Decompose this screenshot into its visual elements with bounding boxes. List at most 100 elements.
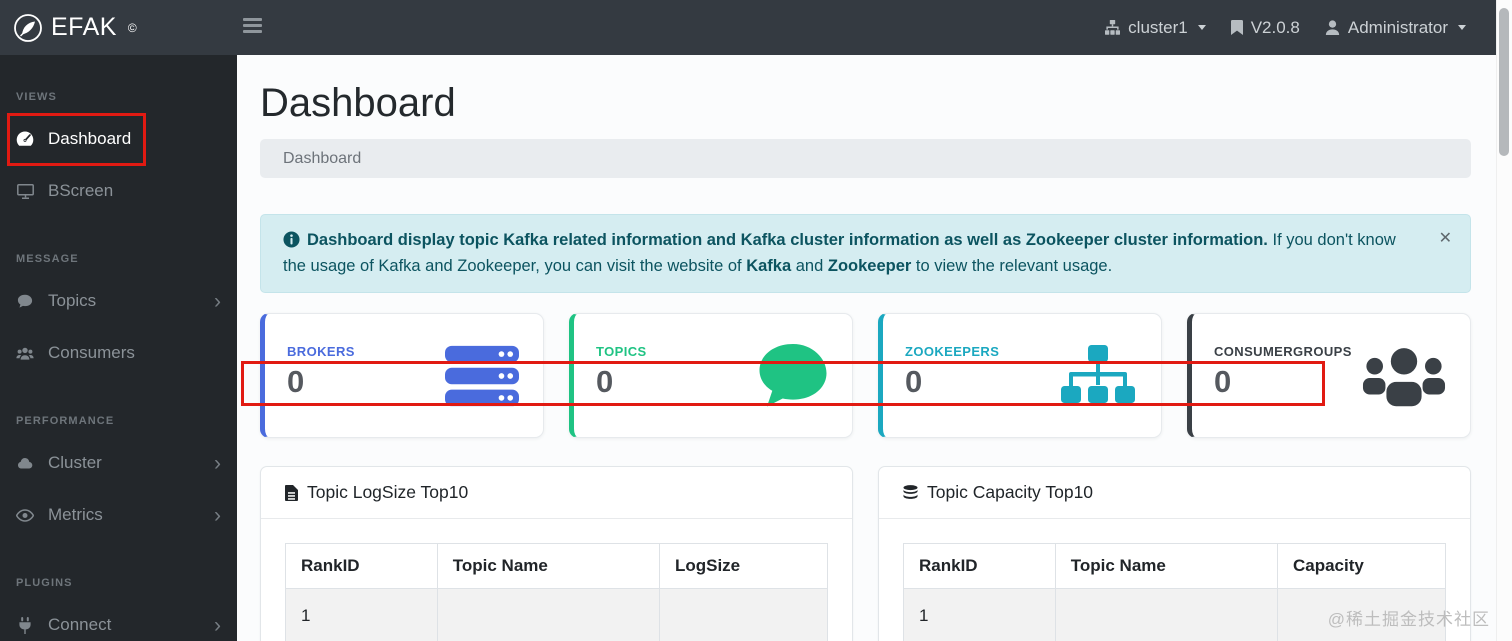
breadcrumb-item: Dashboard: [283, 150, 362, 167]
sidebar-item-metrics[interactable]: Metrics ›: [0, 489, 237, 541]
breadcrumb: Dashboard: [260, 139, 1471, 178]
efak-logo-icon: [13, 13, 43, 43]
navbar-right: cluster1 V2.0.8 Administrator: [1105, 0, 1466, 55]
sidebar-item-cluster[interactable]: Cluster ›: [0, 437, 237, 489]
users-icon: [16, 347, 34, 360]
eye-icon: [16, 508, 34, 522]
scrollbar-thumb[interactable]: [1499, 8, 1509, 156]
page-title: Dashboard: [260, 81, 456, 125]
sidebar-section-performance: PERFORMANCE: [16, 415, 115, 427]
sitemap-icon: [1059, 344, 1137, 407]
alert-text: and: [791, 256, 828, 275]
sitemap-icon: [1105, 20, 1121, 35]
column-header: RankID: [903, 543, 1056, 589]
brand-name: EFAK: [51, 13, 117, 41]
panel-title: Topic Capacity Top10: [927, 482, 1094, 502]
stat-card-zookeepers: ZOOKEEPERS 0: [878, 313, 1162, 438]
cell-logsize: [658, 588, 829, 641]
sidebar-item-label: Connect: [48, 615, 112, 634]
efak-brand[interactable]: EFAK ©: [13, 0, 137, 55]
stat-value: 0: [905, 364, 923, 399]
caret-down-icon: [1458, 25, 1466, 30]
column-header: RankID: [285, 543, 438, 589]
sidebar-item-label: Cluster: [48, 453, 102, 472]
panel-header: Topic LogSize Top10: [261, 467, 852, 519]
alert-text: to view the relevant usage.: [911, 256, 1113, 275]
database-icon: [903, 484, 918, 501]
alert-bold-text: Dashboard display topic Kafka related in…: [307, 231, 1268, 249]
panel-body: RankID Topic Name LogSize 1: [261, 519, 852, 641]
hamburger-icon: [243, 18, 262, 21]
panel-topic-capacity: Topic Capacity Top10 RankID Topic Name C…: [878, 466, 1471, 641]
alert-zookeeper-link[interactable]: Zookeeper: [827, 256, 912, 275]
logsize-table: RankID Topic Name LogSize 1: [285, 543, 829, 641]
top-navbar: EFAK © cluster1 V2.0.8: [0, 0, 1496, 55]
scrollbar-track[interactable]: [1496, 0, 1512, 641]
alert-kafka-link[interactable]: Kafka: [746, 256, 792, 275]
panel-topic-logsize: Topic LogSize Top10 RankID Topic Name Lo…: [260, 466, 853, 641]
stat-label: CONSUMERGROUPS: [1214, 344, 1352, 359]
capacity-table: RankID Topic Name Capacity 1: [903, 543, 1447, 641]
cell-capacity: [1276, 588, 1447, 641]
speech-bubble-icon: [756, 343, 828, 409]
sidebar-section-plugins: PLUGINS: [16, 577, 73, 589]
chevron-right-icon: ›: [214, 613, 221, 637]
chevron-right-icon: ›: [214, 503, 221, 527]
panel-title: Topic LogSize Top10: [307, 482, 469, 502]
sidebar-item-dashboard[interactable]: Dashboard: [0, 113, 237, 165]
table-header-row: RankID Topic Name Capacity: [903, 543, 1447, 589]
sidebar-item-consumers[interactable]: Consumers: [0, 327, 237, 379]
cluster-dropdown[interactable]: cluster1: [1105, 18, 1206, 38]
panel-header: Topic Capacity Top10: [879, 467, 1470, 519]
user-dropdown[interactable]: Administrator: [1325, 18, 1466, 38]
caret-down-icon: [1197, 25, 1206, 30]
server-icon: [445, 345, 519, 407]
users-icon: [1362, 345, 1446, 407]
cell-topic-name: [436, 588, 660, 641]
stat-card-consumergroups: CONSUMERGROUPS 0: [1187, 313, 1471, 438]
sidebar-item-label: Consumers: [48, 343, 135, 362]
column-header: Topic Name: [436, 543, 660, 589]
version-badge[interactable]: V2.0.8: [1230, 17, 1300, 38]
copyright-mark: ©: [127, 20, 137, 35]
cell-topic-name: [1054, 588, 1278, 641]
chevron-right-icon: ›: [214, 289, 221, 313]
sidebar-item-label: BScreen: [48, 181, 114, 200]
stat-value: 0: [1214, 364, 1232, 399]
user-icon: [1325, 20, 1340, 35]
sidebar-item-bscreen[interactable]: BScreen: [0, 165, 237, 217]
column-header: Capacity: [1276, 543, 1447, 589]
menu-toggle-button[interactable]: [243, 18, 262, 33]
table-header-row: RankID Topic Name LogSize: [285, 543, 829, 589]
sidebar-section-views: VIEWS: [16, 91, 57, 103]
cloud-icon: [16, 457, 34, 469]
sidebar-item-label: Metrics: [48, 505, 103, 524]
plug-icon: [16, 616, 34, 634]
sidebar-section-message: MESSAGE: [16, 253, 79, 265]
table-row: 1: [285, 588, 829, 641]
main-content: Dashboard Dashboard Dashboard display to…: [237, 55, 1496, 641]
panels-row: Topic LogSize Top10 RankID Topic Name Lo…: [260, 466, 1471, 641]
stats-row: BROKERS 0 TOPICS 0 ZOOKEEPERS 0: [260, 313, 1471, 438]
stat-card-brokers: BROKERS 0: [260, 313, 544, 438]
stat-label: TOPICS: [596, 344, 647, 359]
sidebar-item-label: Topics: [48, 291, 97, 310]
monitor-icon: [16, 183, 34, 199]
sidebar-item-label: Dashboard: [48, 129, 132, 148]
alert-text: If you don't know the usage of Kafka and…: [283, 231, 1396, 275]
stat-card-topics: TOPICS 0: [569, 313, 853, 438]
bookmark-icon: [1230, 20, 1243, 35]
chevron-right-icon: ›: [214, 451, 221, 475]
version-text: V2.0.8: [1250, 17, 1300, 37]
info-alert: Dashboard display topic Kafka related in…: [260, 214, 1471, 293]
watermark-text: @稀土掘金技术社区: [1327, 610, 1490, 629]
stat-label: BROKERS: [287, 344, 355, 359]
sidebar-item-topics[interactable]: Topics ›: [0, 275, 237, 327]
stat-label: ZOOKEEPERS: [905, 344, 1000, 359]
stat-value: 0: [596, 364, 614, 399]
gauge-icon: [16, 131, 34, 147]
sidebar-item-connect[interactable]: Connect ›: [0, 599, 237, 641]
panel-body: RankID Topic Name Capacity 1: [879, 519, 1470, 641]
alert-close-button[interactable]: ✕: [1438, 230, 1452, 247]
table-row: 1: [903, 588, 1447, 641]
